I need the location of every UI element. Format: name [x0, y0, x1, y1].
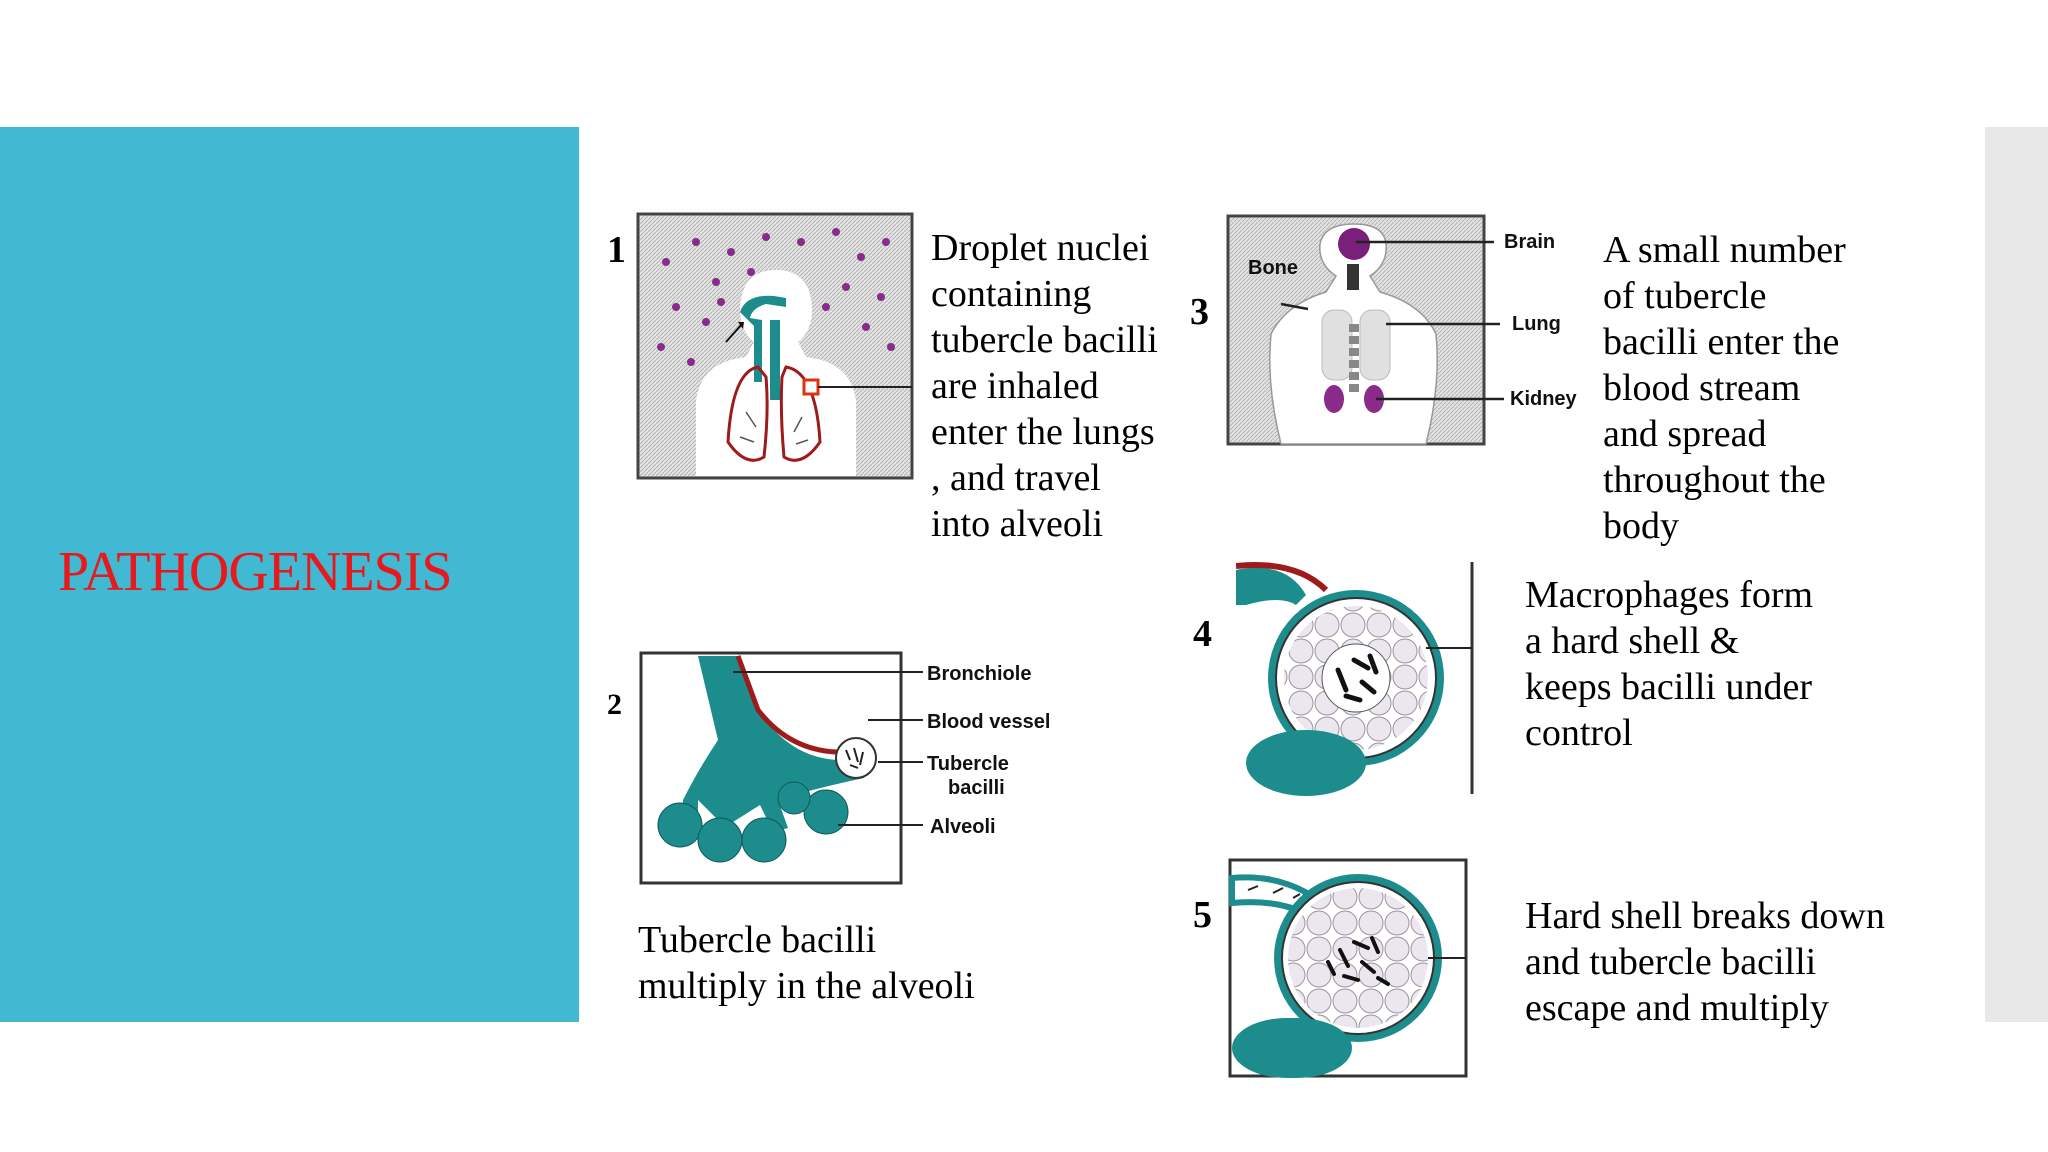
step-1-inhalation-figure: [636, 212, 914, 480]
step-3-label-lung: Lung: [1512, 313, 1561, 335]
step-5-number: 5: [1193, 894, 1212, 936]
step-2-label-tubercle: Tubercle: [927, 753, 1009, 775]
step-2-label-bacilli: bacilli: [948, 777, 1005, 799]
step-4-granuloma-figure: [1236, 562, 1474, 796]
title-panel: [0, 127, 579, 1022]
step-5-breakdown-figure: [1228, 858, 1468, 1078]
step-4-text: Macrophages form a hard shell & keeps ba…: [1525, 574, 1814, 754]
step-5-text: Hard shell breaks down and tubercle baci…: [1525, 895, 1885, 1029]
slide-title: PATHOGENESIS: [58, 541, 453, 603]
right-edge-strip: [1985, 127, 2048, 1022]
step-1-number: 1: [607, 229, 626, 271]
step-2-text: Tubercle bacilli multiply in the alveoli: [638, 919, 975, 1007]
step-4-number: 4: [1193, 613, 1212, 655]
step-2-label-blood-vessel: Blood vessel: [927, 711, 1050, 733]
step-3-label-kidney: Kidney: [1510, 388, 1578, 410]
step-1-text: Droplet nuclei containing tubercle bacil…: [931, 227, 1158, 545]
step-3-label-bone: Bone: [1248, 257, 1298, 279]
step-3-text: A small number of tubercle bacilli enter…: [1603, 229, 1846, 547]
step-2-label-bronchiole: Bronchiole: [927, 663, 1031, 685]
step-2-label-alveoli: Alveoli: [930, 816, 996, 838]
step-3-spread-figure: Brain Bone Lung Kidney: [1226, 214, 1578, 446]
step-2-number: 2: [607, 688, 622, 721]
step-3-label-brain: Brain: [1504, 231, 1555, 253]
step-3-number: 3: [1190, 291, 1209, 333]
step-2-alveoli-figure: Bronchiole Blood vessel Tubercle bacilli…: [639, 651, 1050, 885]
